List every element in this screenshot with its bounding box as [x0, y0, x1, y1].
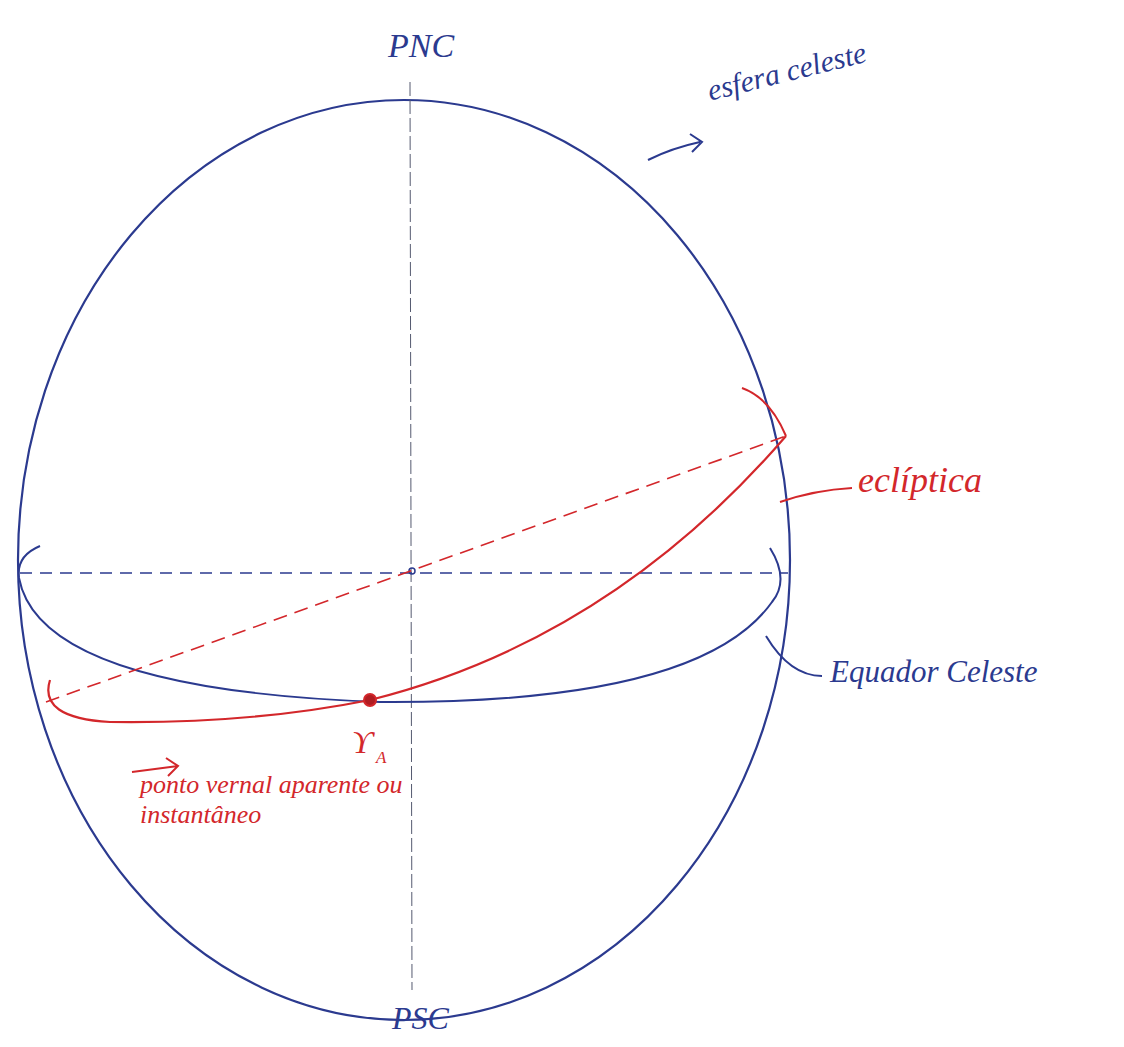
pole-label: PNC	[388, 26, 454, 65]
ecliptic	[48, 436, 786, 722]
vernal-note: ponto vernal aparente ou instantâneo	[140, 770, 412, 830]
vernal-symbol: ϒ	[352, 724, 372, 761]
vernal-point	[364, 694, 376, 706]
celestial-equator	[19, 546, 781, 702]
equator-label: Equador Celeste	[830, 654, 1038, 690]
sphere-outline	[18, 100, 790, 1020]
leader-line	[766, 636, 822, 676]
polar-axis	[410, 82, 412, 990]
ecliptic-back	[46, 436, 786, 702]
sphere-label: esfera celeste	[704, 35, 870, 108]
subscript: A	[376, 748, 386, 768]
ecliptic-label: eclíptica	[858, 460, 982, 501]
pole-label: PSC	[392, 1000, 449, 1037]
leader-line	[780, 488, 852, 502]
leader-arrow	[648, 134, 702, 160]
ecliptic-curl	[742, 388, 786, 436]
